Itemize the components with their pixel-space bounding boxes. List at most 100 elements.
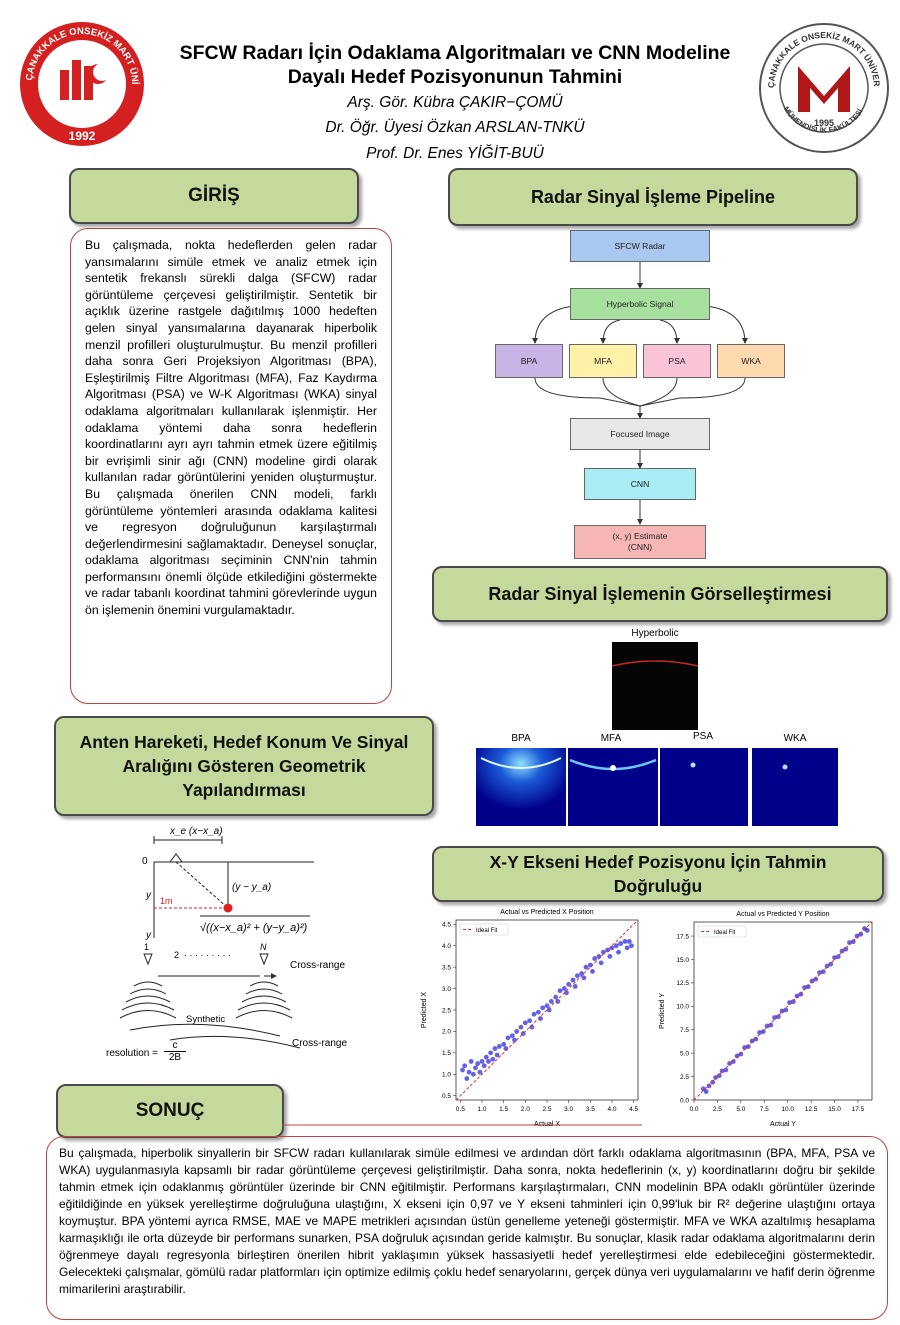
x-tick-label: 17.5 [852,1106,865,1113]
x-tick-label: 7.5 [760,1106,769,1113]
y-tick-label: 4.0 [442,943,451,950]
data-point [779,1008,785,1014]
legend-label: Ideal Fit [476,928,498,934]
svg-text:1995: 1995 [814,118,834,128]
data-point [626,939,632,944]
data-point [570,977,576,983]
data-point [854,933,860,939]
data-point [505,1035,511,1041]
y-tick-label: 7.5 [680,1027,689,1034]
y-tick-label: 1.5 [442,1050,451,1057]
node-sfcw-radar: SFCW Radar [570,230,710,262]
legend-box [697,925,747,938]
mfa-image [568,748,658,826]
x-tick-label: 3.0 [564,1106,573,1113]
x-tick-label: 1.5 [499,1106,508,1113]
data-point [460,1067,465,1073]
node-hyperbolic-signal: Hyperbolic Signal [570,288,710,320]
data-point [719,1068,725,1074]
data-point [613,943,619,949]
x-tick-label: 15.0 [828,1106,841,1113]
y-tick-label: 1.0 [442,1072,451,1079]
data-point [496,1044,502,1049]
data-point [600,949,606,955]
data-point [462,1063,468,1069]
y-tick-label: 17.5 [676,933,689,940]
data-point [477,1069,483,1075]
y-tick-label: 2.5 [442,1007,451,1014]
y-tick-label: 0.0 [680,1097,689,1104]
data-point [475,1061,481,1066]
data-point [522,1020,528,1026]
node-mfa: MFA [569,344,637,378]
data-point [531,1011,537,1017]
node-estimate: (x, y) Estimate (CNN) [574,525,706,559]
data-point [843,946,849,952]
author-3: Prof. Dr. Enes YİĞİT-BUÜ [366,145,544,162]
x-tick-label: 2.0 [521,1106,530,1113]
data-point [481,1063,487,1069]
data-point [579,971,585,976]
geo-label-y2: y [146,930,151,941]
data-point [798,991,804,997]
data-point [464,1076,470,1081]
estimate-line1: (x, y) Estimate [612,531,668,541]
node-wka: WKA [717,344,785,378]
data-point [574,973,580,979]
data-point [546,1007,552,1013]
data-point [858,931,864,937]
sonuc-text: Bu çalışmada, hiperbolik sinyallerin bir… [46,1136,888,1320]
pipeline-heading: Radar Sinyal İşleme Pipeline [448,168,858,226]
geo-label-resolution: resolution = [106,1048,158,1059]
data-point [540,1005,546,1011]
data-point [745,1044,751,1049]
data-point [557,988,563,994]
y-tick-label: 10.0 [676,1004,689,1011]
x-tick-label: 12.5 [805,1106,818,1113]
x-tick-label: 0.0 [689,1106,698,1113]
data-point [473,1065,478,1071]
psa-image [660,748,748,826]
geo-label-nN: N [260,942,267,952]
x-tick-label: 3.5 [586,1106,595,1113]
title-line1: SFCW Radarı İçin Odaklama Algoritmaları … [179,42,731,64]
node-cnn: CNN [584,468,696,500]
wka-image [752,748,838,826]
data-point [466,1069,472,1075]
data-point [592,956,598,961]
data-point [514,1029,520,1034]
legend-box [459,923,509,936]
data-point [734,1053,740,1059]
hyperbolic-label: Hyperbolic [631,628,679,639]
data-point [553,994,559,1000]
data-point [749,1038,755,1044]
data-point [828,961,834,967]
data-point [710,1079,716,1085]
data-point [527,1018,533,1024]
data-point [518,1024,524,1030]
author-2: Dr. Öğr. Üyesi Özkan ARSLAN-TNKÜ [325,119,585,136]
logo-left: ÇANAKKALE ONSEKİZ MART ÜNİVERSİTESİ 1992 [15,12,146,148]
geo-label-dots: · · · · · · · · · [184,950,231,960]
data-point [607,954,613,959]
panel-label-bpa: BPA [511,733,531,744]
x-tick-label: 1.0 [477,1106,486,1113]
data-point [824,963,830,969]
data-point [835,954,841,960]
data-point [470,1071,476,1077]
x-tick-label: 5.0 [736,1106,745,1113]
data-point [590,969,595,974]
ideal-fit-line [455,919,639,1101]
title-line2: Dayalı Hedef Pozisyonunun Tahmini [287,66,623,88]
data-point [817,970,822,975]
geo-label-top: x_e (x−x_a) [170,826,223,837]
y-tick-label: 12.5 [676,980,689,987]
legend-label: Ideal Fit [714,930,736,936]
y-tick-label: 2.5 [680,1074,689,1081]
sonuc-heading: SONUÇ [56,1084,284,1138]
giris-heading: GİRİŞ [69,168,359,224]
x-tick-label: 4.0 [607,1106,616,1113]
data-point [706,1083,712,1089]
geo-label-n2: 2 [174,950,180,960]
